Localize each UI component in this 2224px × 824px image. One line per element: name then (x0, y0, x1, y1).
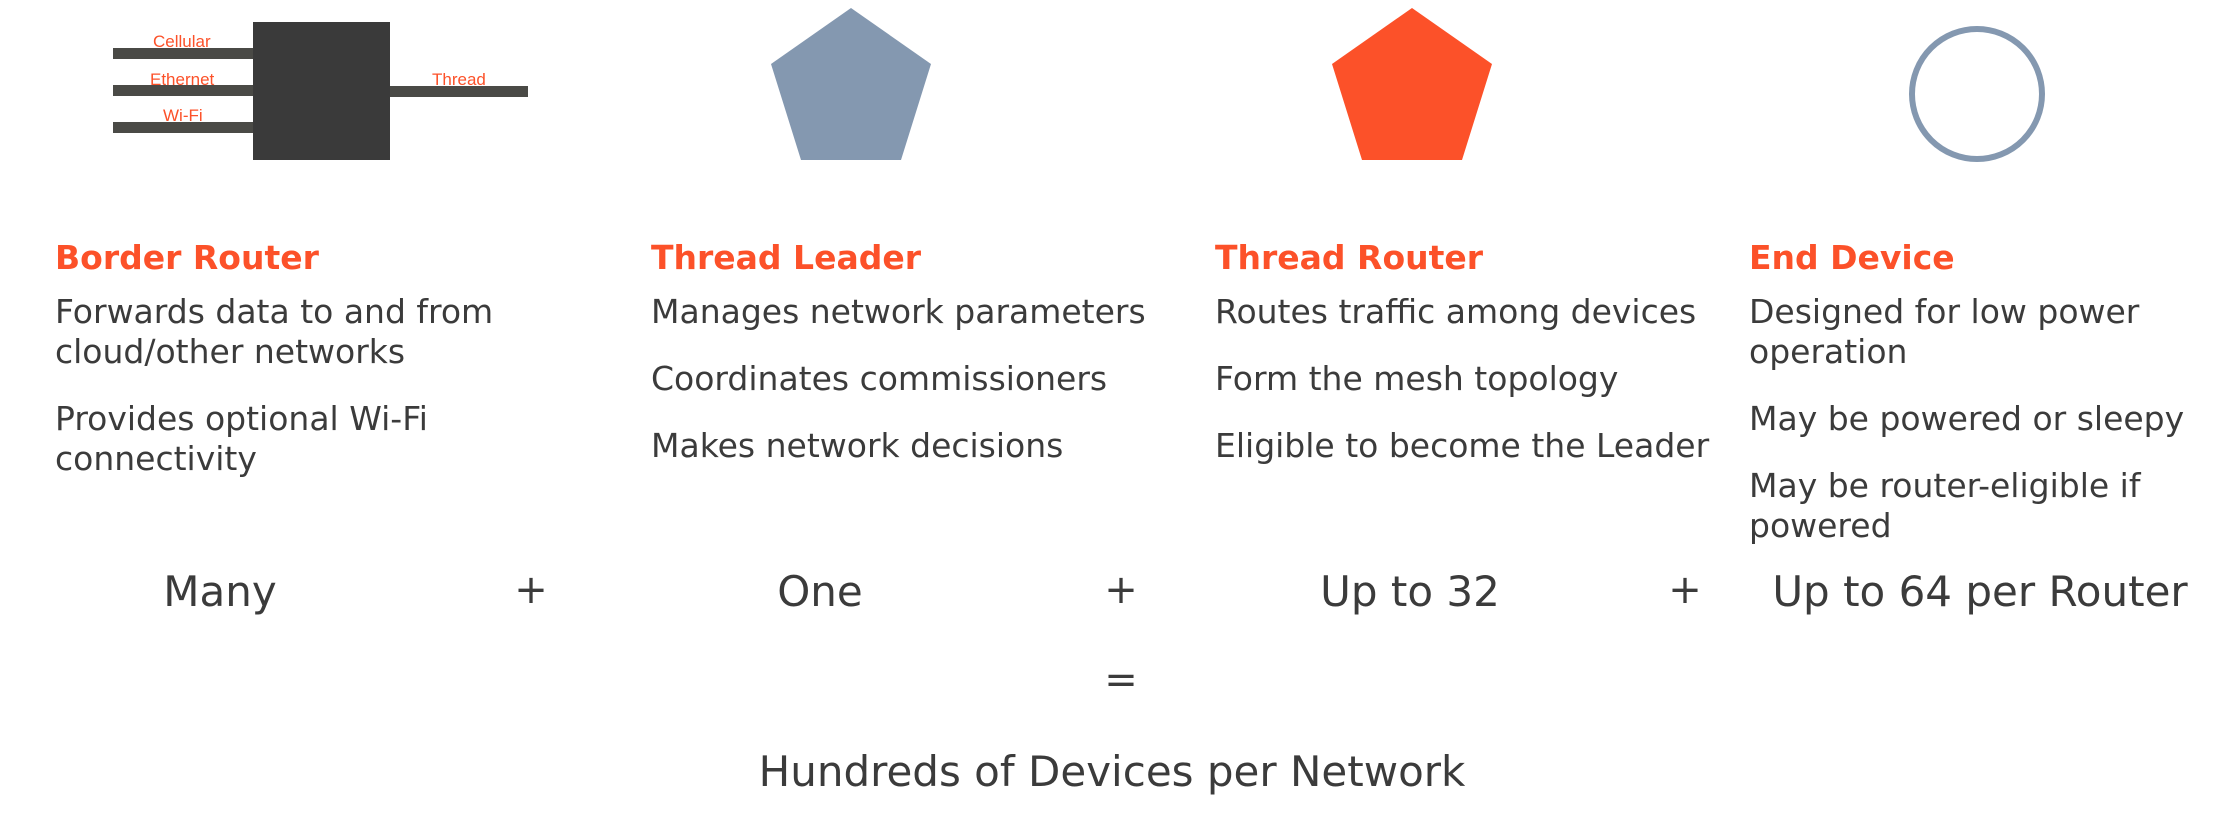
end-device-descriptions: Designed for low power operation May be … (1749, 292, 2219, 546)
description-item: Form the mesh topology (1215, 359, 1619, 398)
pentagon-gray-icon (771, 8, 931, 160)
end-device-title: End Device (1749, 238, 1955, 277)
border-router-descriptions: Forwards data to and from cloud/other ne… (55, 292, 615, 479)
thread-router-column: Thread Router Routes traffic among devic… (1215, 238, 1755, 493)
border-router-column: Border Router Forwards data to and from … (55, 238, 615, 506)
end-device-count: Up to 64 per Router (1772, 567, 2188, 616)
wifi-port (113, 122, 253, 133)
thread-label: Thread (432, 70, 486, 89)
description-item: May be powered or sleepy (1749, 399, 2185, 438)
thread-port (388, 86, 528, 97)
description-item: Eligible to become the Leader (1215, 426, 1710, 465)
pentagon-orange-icon (1332, 8, 1492, 160)
description-item: Manages network parameters (651, 292, 1146, 331)
router-body (253, 22, 390, 160)
ethernet-label: Ethernet (150, 70, 215, 89)
cellular-port (113, 48, 253, 59)
description-item: Routes traffic among devices (1215, 292, 1697, 331)
thread-router-descriptions: Routes traffic among devices Form the me… (1215, 292, 1755, 466)
network-total: Hundreds of Devices per Network (758, 747, 1466, 796)
description-item: Makes network decisions (651, 426, 1064, 465)
description-item: Coordinates commissioners (651, 359, 1108, 398)
thread-leader-column: Thread Leader Manages network parameters… (651, 238, 1211, 493)
thread-leader-count: One (777, 567, 863, 616)
description-item: Forwards data to and from cloud/other ne… (55, 292, 494, 371)
thread-leader-title: Thread Leader (651, 238, 921, 277)
thread-leader-descriptions: Manages network parameters Coordinates c… (651, 292, 1211, 466)
description-item: May be router-eligible if powered (1749, 466, 2141, 545)
border-router-title: Border Router (55, 238, 319, 277)
plus-operator: + (1668, 567, 1702, 613)
plus-operator: + (514, 567, 548, 613)
plus-operator: + (1104, 567, 1138, 613)
cellular-label: Cellular (153, 32, 211, 51)
description-item: Provides optional Wi-Fi connectivity (55, 399, 428, 478)
border-router-icon: Cellular Ethernet Wi-Fi Thread (113, 22, 528, 160)
thread-router-title: Thread Router (1215, 238, 1484, 277)
end-device-column: End Device Designed for low power operat… (1749, 238, 2219, 573)
description-item: Designed for low power operation (1749, 292, 2140, 371)
circle-outline-icon (1909, 26, 2045, 162)
ethernet-port (113, 85, 253, 96)
thread-router-count: Up to 32 (1320, 567, 1500, 616)
wifi-label: Wi-Fi (163, 106, 203, 125)
equals-operator: = (1104, 657, 1138, 703)
border-router-count: Many (163, 567, 277, 616)
